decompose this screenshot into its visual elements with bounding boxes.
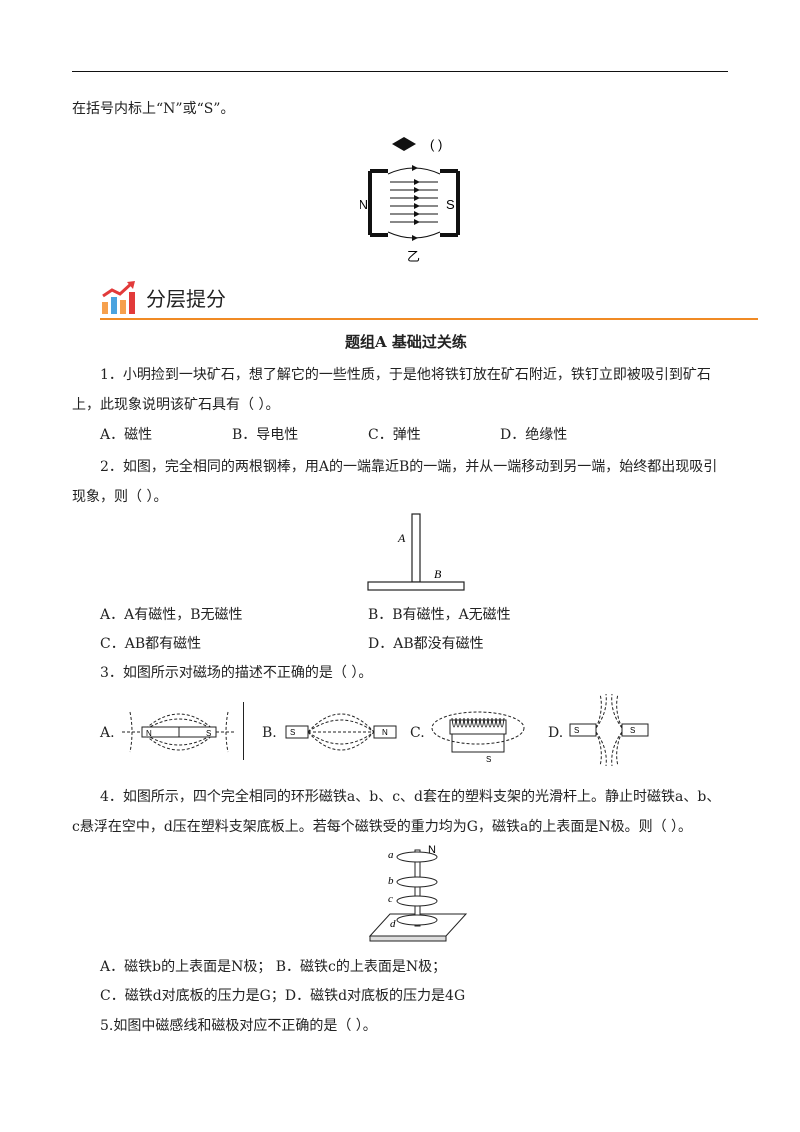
- ring-a-n-label: N: [428, 844, 436, 856]
- q1-stem-line1: 1．小明捡到一块矿石，想了解它的一些性质，于是他将铁钉放在矿石附近，铁钉立即被吸…: [100, 367, 711, 383]
- magnet-a-s: S: [206, 729, 211, 738]
- q1-option-c: C．弹性: [368, 427, 421, 443]
- q5-stem: 5.如图中磁感线和磁极对应不正确的是（ ）。: [100, 1018, 377, 1034]
- figure-steel-bars: A B: [366, 512, 466, 594]
- chart-growth-icon: [100, 280, 136, 320]
- magnet-d-left-s: S: [574, 726, 579, 735]
- q3-stem: 3．如图所示对磁场的描述不正确的是（ ）。: [100, 665, 373, 681]
- section-title: 分层提分: [146, 287, 226, 311]
- q3-label-c: C.: [410, 725, 425, 741]
- ring-c-label: c: [388, 893, 393, 905]
- bar-b-label: B: [434, 567, 442, 581]
- ring-a-label: a: [388, 849, 394, 861]
- figure-like-poles-field: S S: [566, 690, 652, 768]
- bar-a-label: A: [397, 531, 406, 545]
- q4-options-line2: C．磁铁d对底板的压力是G；D．磁铁d对底板的压力是4G: [100, 988, 466, 1004]
- header-rule: [72, 71, 728, 72]
- magnet-b-n: N: [382, 728, 388, 737]
- magnet-b-s: S: [290, 728, 295, 737]
- intro-text: 在括号内标上“N”或“S”。: [72, 101, 235, 117]
- magnet-d-right-s: S: [630, 726, 635, 735]
- solenoid-s: S: [486, 755, 491, 764]
- group-title: 题组A 基础过关练: [345, 333, 467, 351]
- q2-option-a: A．A有磁性，B无磁性: [100, 607, 243, 623]
- figure-ring-magnets: a b c d N: [368, 842, 468, 944]
- paren-label: ( ): [430, 137, 442, 152]
- figure-bar-magnet-field: N S: [120, 700, 238, 764]
- figure-magnet-gap: ( ) N S 乙: [360, 132, 470, 267]
- q4-options-line1: A．磁铁b的上表面是N极； B．磁铁c的上表面是N极；: [100, 959, 447, 975]
- q4-stem-line2: c悬浮在空中，d压在塑料支架底板上。若每个磁铁受的重力均为G，磁铁a的上表面是N…: [72, 819, 693, 835]
- q3-label-d: D.: [548, 725, 564, 741]
- figure-opposite-poles-field: S N: [282, 700, 400, 764]
- ring-d-label: d: [390, 918, 396, 930]
- q1-stem-line2: 上，此现象说明该矿石具有（ ）。: [72, 397, 280, 413]
- q2-option-b: B．B有磁性，A无磁性: [368, 607, 511, 623]
- ring-b-label: b: [388, 875, 394, 887]
- section-rule: [100, 318, 758, 320]
- q3-label-b: B.: [262, 725, 277, 741]
- q3-label-a: A.: [100, 725, 115, 741]
- q2-stem-line1: 2．如图，完全相同的两根钢棒，用A的一端靠近B的一端，并从一端移动到另一端，始终…: [100, 459, 718, 475]
- pole-n-label: N: [360, 197, 368, 212]
- q4-stem-line1: 4．如图所示，四个完全相同的环形磁铁a、b、c、d套在的塑料支架的光滑杆上。静止…: [100, 789, 721, 805]
- q1-option-b: B．导电性: [232, 427, 299, 443]
- q2-option-d: D．AB都没有磁性: [368, 636, 484, 652]
- q1-option-a: A．磁性: [100, 427, 153, 443]
- q2-stem-line2: 现象，则（ ）。: [72, 489, 168, 505]
- figure-caption: 乙: [407, 250, 420, 265]
- q1-option-d: D．绝缘性: [500, 427, 568, 443]
- q3-divider: [243, 702, 244, 760]
- magnet-a-n: N: [146, 729, 152, 738]
- q2-option-c: C．AB都有磁性: [100, 636, 202, 652]
- figure-solenoid-field: S: [428, 700, 528, 764]
- pole-s-label: S: [446, 197, 455, 212]
